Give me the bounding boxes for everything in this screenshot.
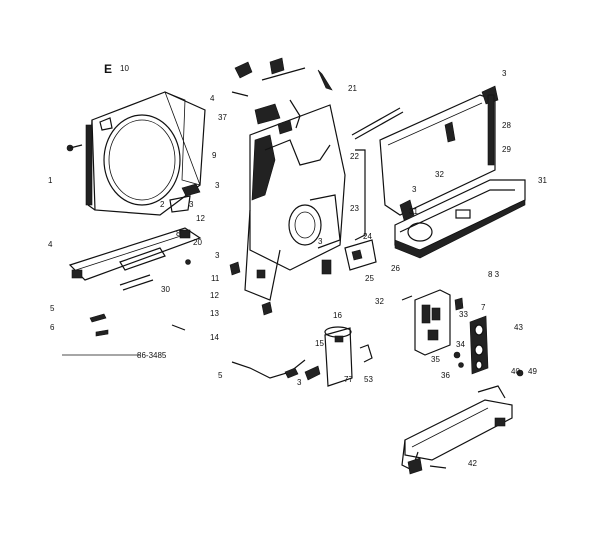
mounting-rails-assembly bbox=[401, 369, 524, 475]
part-3b: 3 bbox=[215, 181, 220, 190]
part-5: 5 bbox=[50, 304, 55, 313]
label-E: E bbox=[104, 62, 112, 76]
part-8: 8 bbox=[176, 229, 181, 238]
part-29: 29 bbox=[502, 145, 511, 154]
part-2: 2 bbox=[160, 200, 165, 209]
part-7: 7 bbox=[481, 303, 486, 312]
part-6: 6 bbox=[50, 323, 55, 332]
part-3a: 3 bbox=[189, 200, 194, 209]
part-3d: 3 bbox=[297, 378, 302, 387]
part-3e: 3 bbox=[318, 237, 323, 246]
wire-lead bbox=[231, 359, 321, 381]
part-11: 11 bbox=[211, 274, 220, 283]
part-9: 9 bbox=[212, 151, 217, 160]
part-25: 25 bbox=[365, 274, 374, 283]
cabinet-panel-assembly bbox=[379, 85, 499, 216]
part-42: 42 bbox=[468, 459, 477, 468]
fasteners-left bbox=[62, 144, 191, 356]
part-20: 20 bbox=[193, 238, 202, 247]
part-13: 13 bbox=[210, 309, 219, 318]
part-31b: 31 bbox=[409, 207, 418, 216]
part-31: 31 bbox=[538, 176, 547, 185]
part-53: 53 bbox=[364, 375, 373, 384]
misc-label: 8 3 bbox=[488, 270, 500, 279]
part-12: 12 bbox=[196, 214, 205, 223]
part-77: 77 bbox=[344, 375, 353, 384]
base-rail-assembly bbox=[68, 227, 202, 291]
part-35: 35 bbox=[431, 355, 440, 364]
part-49: 49 bbox=[528, 367, 537, 376]
part-21: 21 bbox=[348, 84, 357, 93]
base-pan-assembly bbox=[394, 179, 526, 259]
part-24: 24 bbox=[363, 232, 372, 241]
part-28: 28 bbox=[502, 121, 511, 130]
part-3g: 3 bbox=[412, 185, 417, 194]
part-4b: 4 bbox=[210, 94, 215, 103]
part-3f: 3 bbox=[502, 69, 507, 78]
part-14: 14 bbox=[210, 333, 219, 342]
part-5b: 5 bbox=[218, 371, 223, 380]
control-bracket-assembly bbox=[401, 289, 489, 375]
part-32: 32 bbox=[435, 170, 444, 179]
part-3c: 3 bbox=[215, 251, 220, 260]
part-4: 4 bbox=[48, 240, 53, 249]
centre-bracket bbox=[344, 149, 377, 271]
part-40: 40 bbox=[511, 367, 520, 376]
top-small-parts bbox=[231, 57, 333, 135]
part-23: 23 bbox=[350, 204, 359, 213]
part-16: 16 bbox=[333, 311, 342, 320]
part-33: 33 bbox=[459, 310, 468, 319]
fan-shroud-assembly bbox=[85, 91, 206, 216]
part-10: 10 bbox=[120, 64, 129, 73]
part-30: 30 bbox=[161, 285, 170, 294]
part-22: 22 bbox=[350, 152, 359, 161]
part-15: 15 bbox=[315, 339, 324, 348]
part-43: 43 bbox=[514, 323, 523, 332]
part-36: 36 bbox=[441, 371, 450, 380]
long-rod bbox=[351, 107, 404, 140]
part-12b: 12 bbox=[210, 291, 219, 300]
part-32b: 32 bbox=[375, 297, 384, 306]
part-37: 37 bbox=[218, 113, 227, 122]
part-26: 26 bbox=[391, 264, 400, 273]
part-1: 1 bbox=[48, 176, 53, 185]
catalog-number: 86-3485 bbox=[137, 351, 167, 360]
capacitor bbox=[324, 326, 373, 387]
partition-panel-assembly bbox=[229, 104, 346, 316]
part-34: 34 bbox=[456, 340, 465, 349]
